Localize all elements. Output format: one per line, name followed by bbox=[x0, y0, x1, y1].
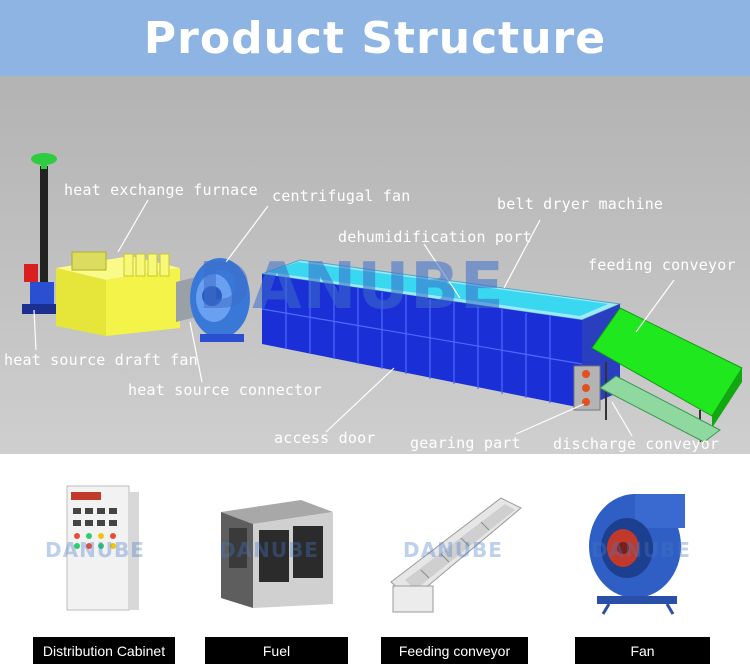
product-fuel: DANUBE Fuel bbox=[205, 454, 348, 670]
fuel-unit-image bbox=[221, 500, 333, 608]
product-fan: DANUBE Fan bbox=[575, 454, 710, 670]
label-discharge-conveyor: discharge conveyor bbox=[553, 435, 720, 453]
feeding-conveyor-image bbox=[390, 497, 522, 613]
header-banner: Product Structure bbox=[0, 0, 750, 76]
label-belt-dryer-machine: belt dryer machine bbox=[497, 195, 664, 213]
product-label: Distribution Cabinet bbox=[33, 637, 175, 664]
distribution-cabinet-image bbox=[66, 485, 139, 611]
centrifugal-fan bbox=[190, 258, 250, 342]
chimney bbox=[31, 153, 57, 286]
product-label: Fan bbox=[575, 637, 710, 664]
product-label: Fuel bbox=[205, 637, 348, 664]
discharge-conveyor bbox=[599, 375, 721, 443]
product-feeding-conveyor: DANUBE Feeding conveyor bbox=[381, 454, 528, 670]
label-heat-source-connector: heat source connector bbox=[128, 381, 322, 399]
product-label: Feeding conveyor bbox=[381, 637, 528, 664]
product-watermark: DANUBE bbox=[403, 538, 503, 562]
heat-exchange-furnace bbox=[56, 251, 180, 336]
callout-lines bbox=[33, 199, 675, 437]
label-feeding-conveyor: feeding conveyor bbox=[588, 256, 736, 274]
draft-fan-unit bbox=[22, 264, 58, 314]
label-gearing-part: gearing part bbox=[410, 434, 521, 452]
label-heat-exchange-furnace: heat exchange furnace bbox=[64, 181, 258, 199]
gearing-part bbox=[573, 365, 601, 411]
feeding-conveyor bbox=[591, 307, 743, 442]
product-watermark: DANUBE bbox=[219, 538, 319, 562]
label-dehumidification-port: dehumidification port bbox=[338, 228, 532, 246]
label-heat-source-draft-fan: heat source draft fan bbox=[4, 351, 198, 369]
label-centrifugal-fan: centrifugal fan bbox=[272, 187, 411, 205]
label-access-door: access door bbox=[274, 429, 376, 447]
product-distribution-cabinet: DANUBE Distribution Cabinet bbox=[33, 454, 175, 670]
fan-image bbox=[589, 494, 685, 615]
dryer-illustration bbox=[22, 153, 743, 443]
product-watermark: DANUBE bbox=[45, 538, 145, 562]
structure-diagram: DANUBE heat exchange furnace centrifugal… bbox=[0, 76, 750, 454]
access-door-panels bbox=[261, 278, 583, 403]
product-watermark: DANUBE bbox=[591, 538, 691, 562]
page-title: Product Structure bbox=[143, 12, 607, 64]
product-strip: DANUBE Distribution Cabinet DANUBE Fuel … bbox=[0, 454, 750, 670]
diagram-watermark: DANUBE bbox=[198, 250, 505, 324]
